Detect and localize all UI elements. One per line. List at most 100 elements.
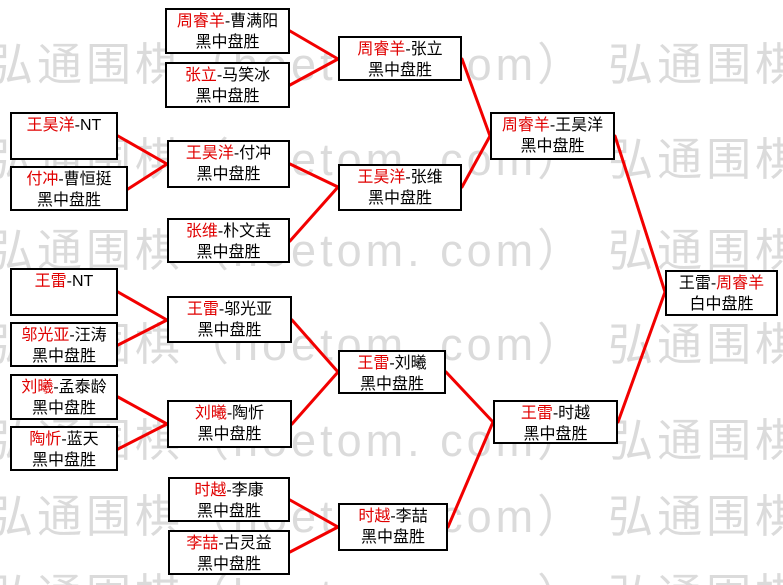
opponent-name: -汪涛	[69, 327, 107, 344]
match-players: 时越-李喆	[340, 506, 446, 527]
match-box-taoxin-lantian: 陶忻-蓝天 黑中盘胜	[10, 426, 118, 471]
match-result: 黑中盘胜	[196, 503, 261, 520]
match-result: 黑中盘胜	[196, 556, 261, 573]
connector	[126, 162, 169, 191]
match-box-wanglei-wuguangya: 王雷-邬光亚 黑中盘胜	[167, 296, 292, 343]
connector	[116, 422, 169, 451]
opponent-name: -孟泰龄	[53, 379, 107, 396]
winner-name: 王雷	[520, 405, 553, 422]
match-box-lizhe-gulingyi: 李喆-古灵益 黑中盘胜	[168, 530, 290, 575]
winner-name: 周睿羊	[501, 117, 550, 134]
match-box-zhouruiyang-zhangli: 周睿羊-张立 黑中盘胜	[338, 36, 462, 81]
opponent-name: -曹恒挺	[58, 171, 112, 188]
connector	[116, 290, 169, 322]
winner-name: 时越	[194, 482, 227, 499]
match-box-wanghaoyang-zhangwei: 王昊洋-张维 黑中盘胜	[338, 164, 462, 211]
match-box-zhangwei-piaowenyao: 张维-朴文垚 黑中盘胜	[167, 218, 290, 263]
opponent-name: -古灵益	[218, 535, 272, 552]
connector	[288, 29, 340, 61]
opponent-name: -李喆	[390, 508, 428, 525]
match-box-wanglei-shiyue: 王雷-时越 黑中盘胜	[493, 400, 618, 444]
connector	[288, 162, 340, 189]
connector	[288, 57, 340, 87]
winner-name: 张维	[185, 223, 218, 240]
match-players: 王昊洋-张维	[340, 167, 460, 188]
match-players: 时越-李康	[170, 480, 288, 501]
match-box-final-wanglei-zhouruiyang: 王雷-周睿羊 白中盘胜	[665, 270, 778, 316]
winner-name: 邬光亚	[21, 327, 70, 344]
opponent-name: -李康	[226, 482, 264, 499]
winner-name: 刘曦	[194, 405, 227, 422]
opponent-name: -刘曦	[389, 355, 427, 372]
connector	[116, 395, 169, 426]
match-box-wuguangya-wangtao: 邬光亚-汪涛 黑中盘胜	[10, 322, 118, 367]
winner-name: 刘曦	[21, 379, 54, 396]
opponent-name: -蓝天	[61, 431, 99, 448]
match-box-fuchong-caohengting: 付冲-曹恒挺 黑中盘胜	[10, 166, 128, 211]
winner-name: 王昊洋	[26, 117, 75, 134]
match-result: 黑中盘胜	[197, 426, 262, 443]
connector	[116, 318, 169, 347]
match-players: 张立-马笑冰	[167, 65, 288, 86]
winner-name: 付冲	[26, 171, 59, 188]
match-result: 黑中盘胜	[367, 190, 432, 207]
winner-name: 王昊洋	[185, 145, 234, 162]
opponent-name: -王昊洋	[549, 117, 604, 134]
match-result: 黑中盘胜	[360, 529, 425, 546]
match-result: 黑中盘胜	[31, 452, 96, 469]
opponent-name: 王雷-	[678, 275, 717, 292]
match-players: 陶忻-蓝天	[12, 429, 116, 450]
connector	[288, 185, 340, 243]
match-players: 邬光亚-汪涛	[12, 325, 116, 346]
match-box-wanghaoyang-fuchong: 王昊洋-付冲 黑中盘胜	[167, 140, 290, 188]
match-box-zhouruiyang-wanghaoyang: 周睿羊-王昊洋 黑中盘胜	[490, 112, 615, 160]
match-box-zhouruiyang-caomanyang: 周睿羊-曹满阳 黑中盘胜	[165, 8, 290, 54]
match-players: 刘曦-孟泰龄	[12, 377, 116, 398]
connector	[290, 370, 340, 426]
connector	[616, 290, 667, 424]
match-result: 黑中盘胜	[36, 192, 101, 209]
winner-name: 王雷	[186, 301, 219, 318]
watermark-text: 弘通围棋（hoetom. com）弘通围棋（hoetom. com）	[0, 573, 783, 585]
match-box-wanglei-liuxi: 王雷-刘曦 黑中盘胜	[338, 350, 446, 394]
match-players: 王雷-刘曦	[340, 353, 444, 374]
match-result: 黑中盘胜	[31, 348, 96, 365]
match-players: 王雷-NT	[12, 271, 116, 292]
match-players: 周睿羊-王昊洋	[492, 115, 613, 136]
match-players: 刘曦-陶忻	[169, 403, 290, 424]
connector	[288, 525, 340, 554]
connector	[444, 370, 495, 424]
winner-name: 周睿羊	[357, 41, 406, 58]
opponent-name: -张立	[405, 41, 443, 58]
match-players: 李喆-古灵益	[170, 533, 288, 554]
winner-name: 李喆	[186, 535, 219, 552]
winner-name: 陶忻	[29, 431, 62, 448]
watermark-text: 弘通围棋（hoetom. com）弘通围棋（hoetom. com）	[0, 39, 783, 90]
match-result: 黑中盘胜	[196, 166, 261, 183]
watermark-text: 弘通围棋（hoetom. com）弘通围棋（hoetom. com）	[0, 225, 783, 276]
match-players: 王雷-邬光亚	[169, 299, 290, 320]
match-players: 张维-朴文垚	[169, 221, 288, 242]
match-box-shiyue-lizhe: 时越-李喆 黑中盘胜	[338, 503, 448, 551]
match-players: 付冲-曹恒挺	[12, 169, 126, 190]
match-players: 王昊洋-付冲	[169, 143, 288, 164]
match-result: 黑中盘胜	[195, 34, 260, 51]
opponent-name: -付冲	[233, 145, 272, 162]
match-box-wanglei-nt: 王雷-NT	[10, 268, 118, 316]
winner-name: 周睿羊	[716, 275, 765, 292]
match-box-zhangli-maxiaobing: 张立-马笑冰 黑中盘胜	[165, 62, 290, 108]
match-result: 黑中盘胜	[367, 62, 432, 79]
match-result: 黑中盘胜	[520, 138, 585, 155]
match-result: 白中盘胜	[689, 296, 754, 313]
match-result: 黑中盘胜	[195, 88, 260, 105]
connector	[288, 498, 340, 529]
match-result: 黑中盘胜	[359, 376, 424, 393]
match-result: 黑中盘胜	[31, 400, 96, 417]
opponent-name: -时越	[552, 405, 591, 422]
match-players: 周睿羊-张立	[340, 39, 460, 60]
connector	[290, 318, 340, 374]
match-box-shiyue-likang: 时越-李康 黑中盘胜	[168, 477, 290, 522]
match-box-liuxi-mengtailing: 刘曦-孟泰龄 黑中盘胜	[10, 374, 118, 420]
match-players: 王昊洋-NT	[12, 115, 116, 136]
